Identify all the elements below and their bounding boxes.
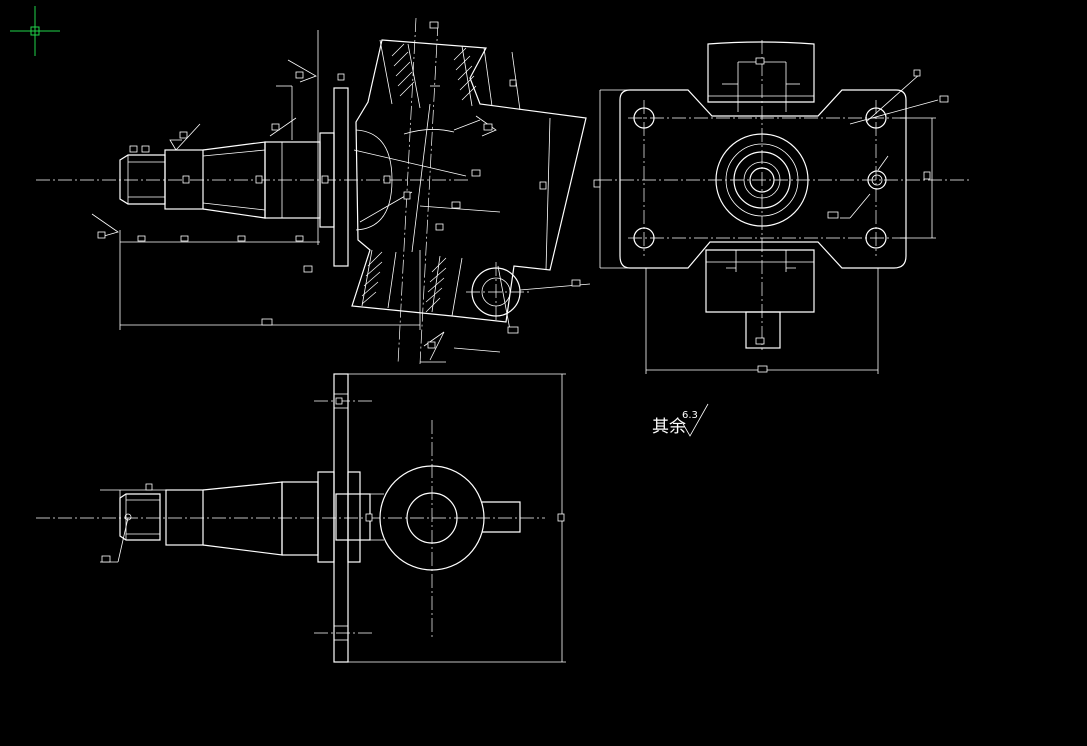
- roughness-value: 6.3: [682, 410, 698, 421]
- section-hatching-lower: [361, 251, 447, 313]
- front-view: [36, 17, 591, 365]
- crosshair-cursor-icon: [10, 6, 60, 56]
- section-hatching-upper: [391, 43, 477, 101]
- bolt-hole: [633, 227, 655, 249]
- surface-roughness-note: 其余 6.3: [652, 403, 709, 437]
- side-view: [593, 40, 970, 374]
- roughness-note-text: 其余: [652, 417, 686, 437]
- bolt-hole: [865, 227, 887, 249]
- king-pin-boss: [379, 465, 485, 571]
- roughness-symbol-icon: [681, 403, 709, 437]
- bolt-hole: [633, 107, 655, 129]
- bolt-hole: [865, 107, 887, 129]
- hub-outer-ring: [715, 133, 809, 227]
- pin-hole: [867, 170, 887, 190]
- top-view: [36, 373, 566, 663]
